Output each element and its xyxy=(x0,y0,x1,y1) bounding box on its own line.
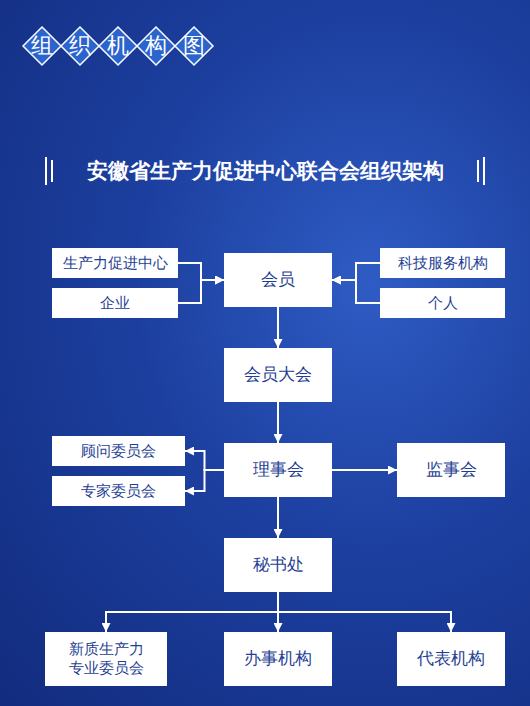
org-box: 监事会 xyxy=(397,443,505,497)
connector-arrow xyxy=(278,592,451,632)
connector-arrow xyxy=(277,497,279,538)
connector-arrow xyxy=(178,280,224,303)
org-box: 生产力促进中心 xyxy=(52,248,178,278)
org-box: 专家委员会 xyxy=(52,476,185,506)
org-box: 会员大会 xyxy=(224,348,332,402)
org-box: 顾问委员会 xyxy=(52,436,185,466)
org-box: 秘书处 xyxy=(224,538,332,592)
box-label: 顾问委员会 xyxy=(81,442,156,461)
bar xyxy=(51,160,53,182)
bar xyxy=(483,157,485,185)
connector-arrow xyxy=(185,470,224,491)
org-box: 个人 xyxy=(380,288,505,318)
banner-label: 组织机构图 xyxy=(31,33,221,59)
org-box: 会员 xyxy=(224,253,332,307)
connector-arrow xyxy=(106,592,278,632)
box-label: 专家委员会 xyxy=(81,482,156,501)
box-label: 办事机构 xyxy=(244,648,312,669)
chart-title: 安徽省生产力促进中心联合会组织架构 xyxy=(0,157,530,185)
connector-arrow xyxy=(185,451,224,470)
box-label: 生产力促进中心 xyxy=(63,254,168,273)
box-label: 会员大会 xyxy=(244,364,312,385)
box-label: 会员 xyxy=(261,269,295,290)
connector-arrow xyxy=(332,280,380,303)
org-box: 理事会 xyxy=(224,443,332,497)
connector-arrow xyxy=(332,263,380,280)
box-label: 代表机构 xyxy=(417,648,485,669)
box-label: 科技服务机构 xyxy=(398,254,488,273)
org-box: 办事机构 xyxy=(224,632,332,686)
connector-arrow xyxy=(277,307,279,348)
bar xyxy=(477,160,479,182)
connector-arrow xyxy=(178,263,224,280)
box-label: 个人 xyxy=(428,294,458,313)
box-label: 新质生产力 专业委员会 xyxy=(45,640,167,678)
bar xyxy=(45,157,47,185)
org-box: 代表机构 xyxy=(397,632,505,686)
org-box: 新质生产力 专业委员会 xyxy=(45,632,167,686)
org-box: 科技服务机构 xyxy=(380,248,505,278)
org-box: 企业 xyxy=(52,288,178,318)
box-label: 秘书处 xyxy=(253,554,304,575)
connector-arrow xyxy=(332,469,397,471)
box-label: 企业 xyxy=(100,294,130,313)
connector-arrow xyxy=(277,402,279,443)
box-label: 理事会 xyxy=(253,459,304,480)
box-label: 监事会 xyxy=(426,459,477,480)
